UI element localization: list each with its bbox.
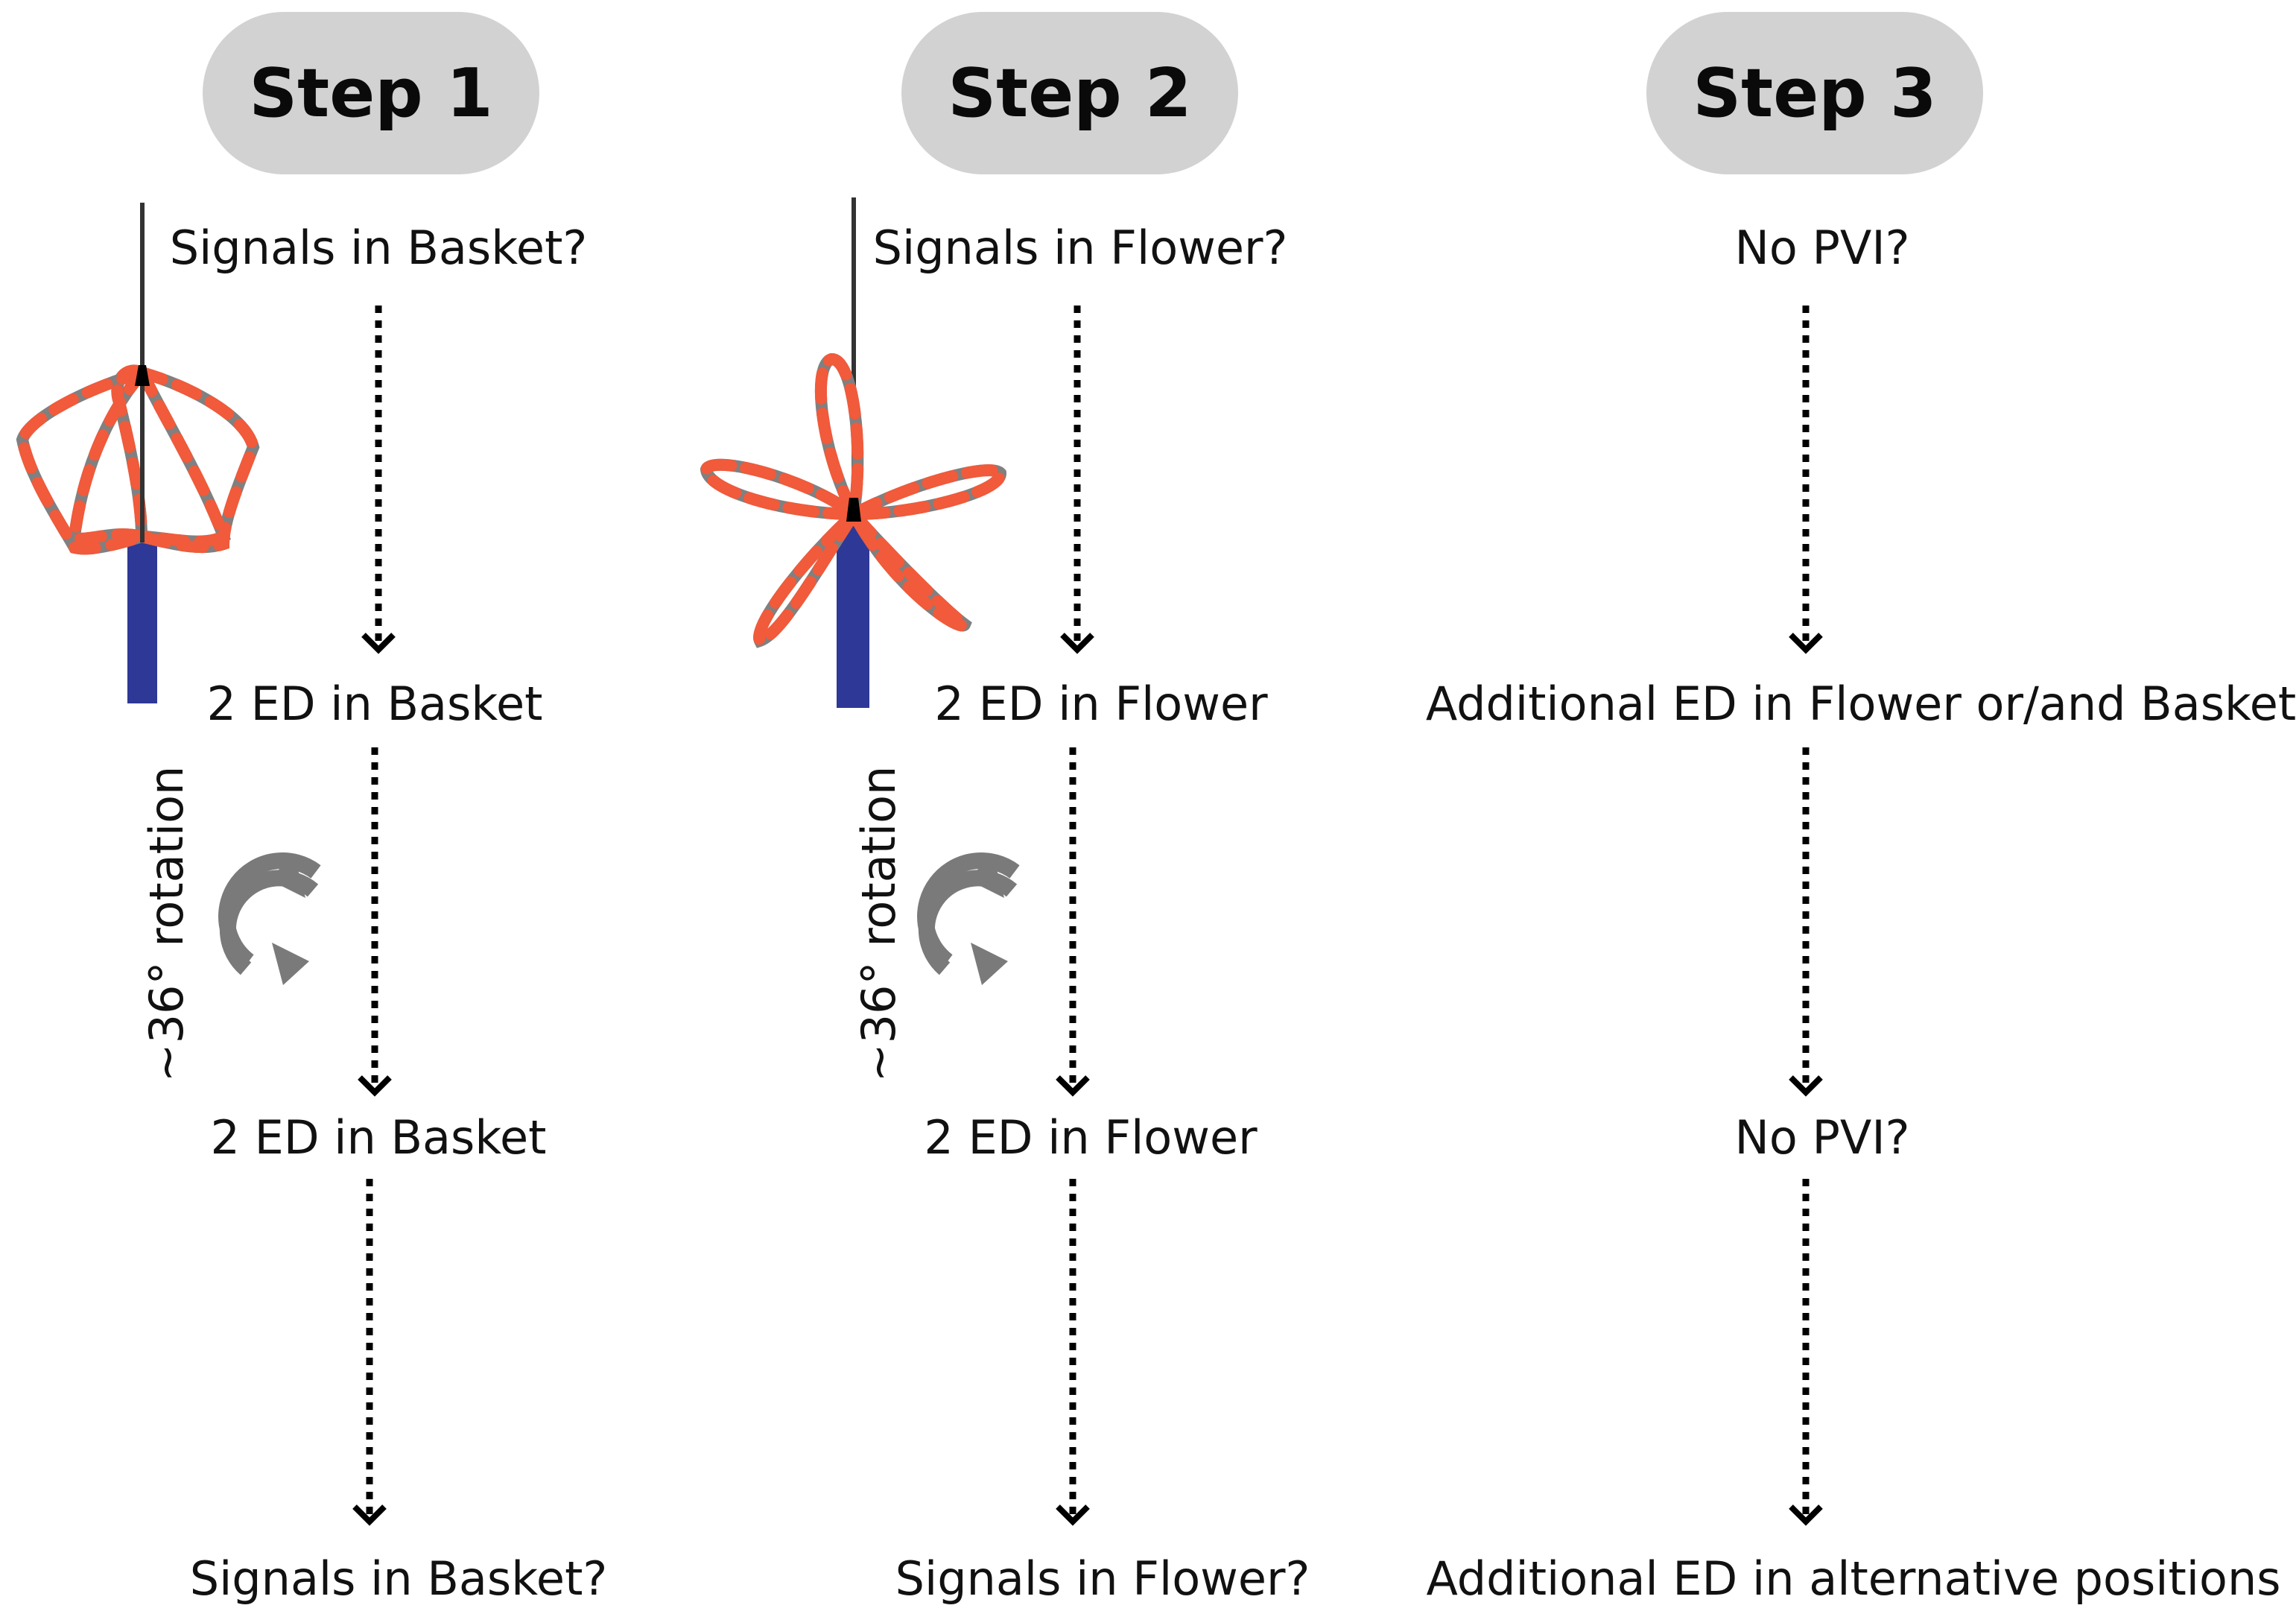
step-2-label-1: Signals in Flower? xyxy=(872,221,1288,275)
step-1-header: Step 1 xyxy=(203,12,539,174)
step-1-label-4: Signals in Basket? xyxy=(189,1551,608,1606)
step-2-label-2: 2 ED in Flower xyxy=(934,677,1268,731)
step-2-header: Step 2 xyxy=(901,12,1238,174)
step-1-arrows xyxy=(366,306,382,1520)
basket-catheter-icon xyxy=(16,203,260,703)
step-2-arrows xyxy=(1069,306,1081,1520)
step-3-header: Step 3 xyxy=(1646,12,1983,174)
step-1-label-3: 2 ED in Basket xyxy=(210,1110,547,1165)
step-3-label-1: No PVI? xyxy=(1734,221,1910,275)
step-2-label-3: 2 ED in Flower xyxy=(924,1110,1258,1165)
step-1-label-1: Signals in Basket? xyxy=(169,221,588,275)
step-1-label-2: 2 ED in Basket xyxy=(206,677,543,731)
step-3-label-3: No PVI? xyxy=(1734,1110,1910,1165)
step-1-rotation-label: ~36° rotation xyxy=(139,765,194,1083)
step-3-label-4: Additional ED in alternative positions xyxy=(1426,1551,2281,1606)
flower-catheter-icon xyxy=(700,197,1006,708)
step-3-label-2: Additional ED in Flower or/and Basket xyxy=(1425,677,2296,731)
step-2-label-4: Signals in Flower? xyxy=(895,1551,1310,1606)
step-2-rotation-label: ~36° rotation xyxy=(852,765,906,1083)
